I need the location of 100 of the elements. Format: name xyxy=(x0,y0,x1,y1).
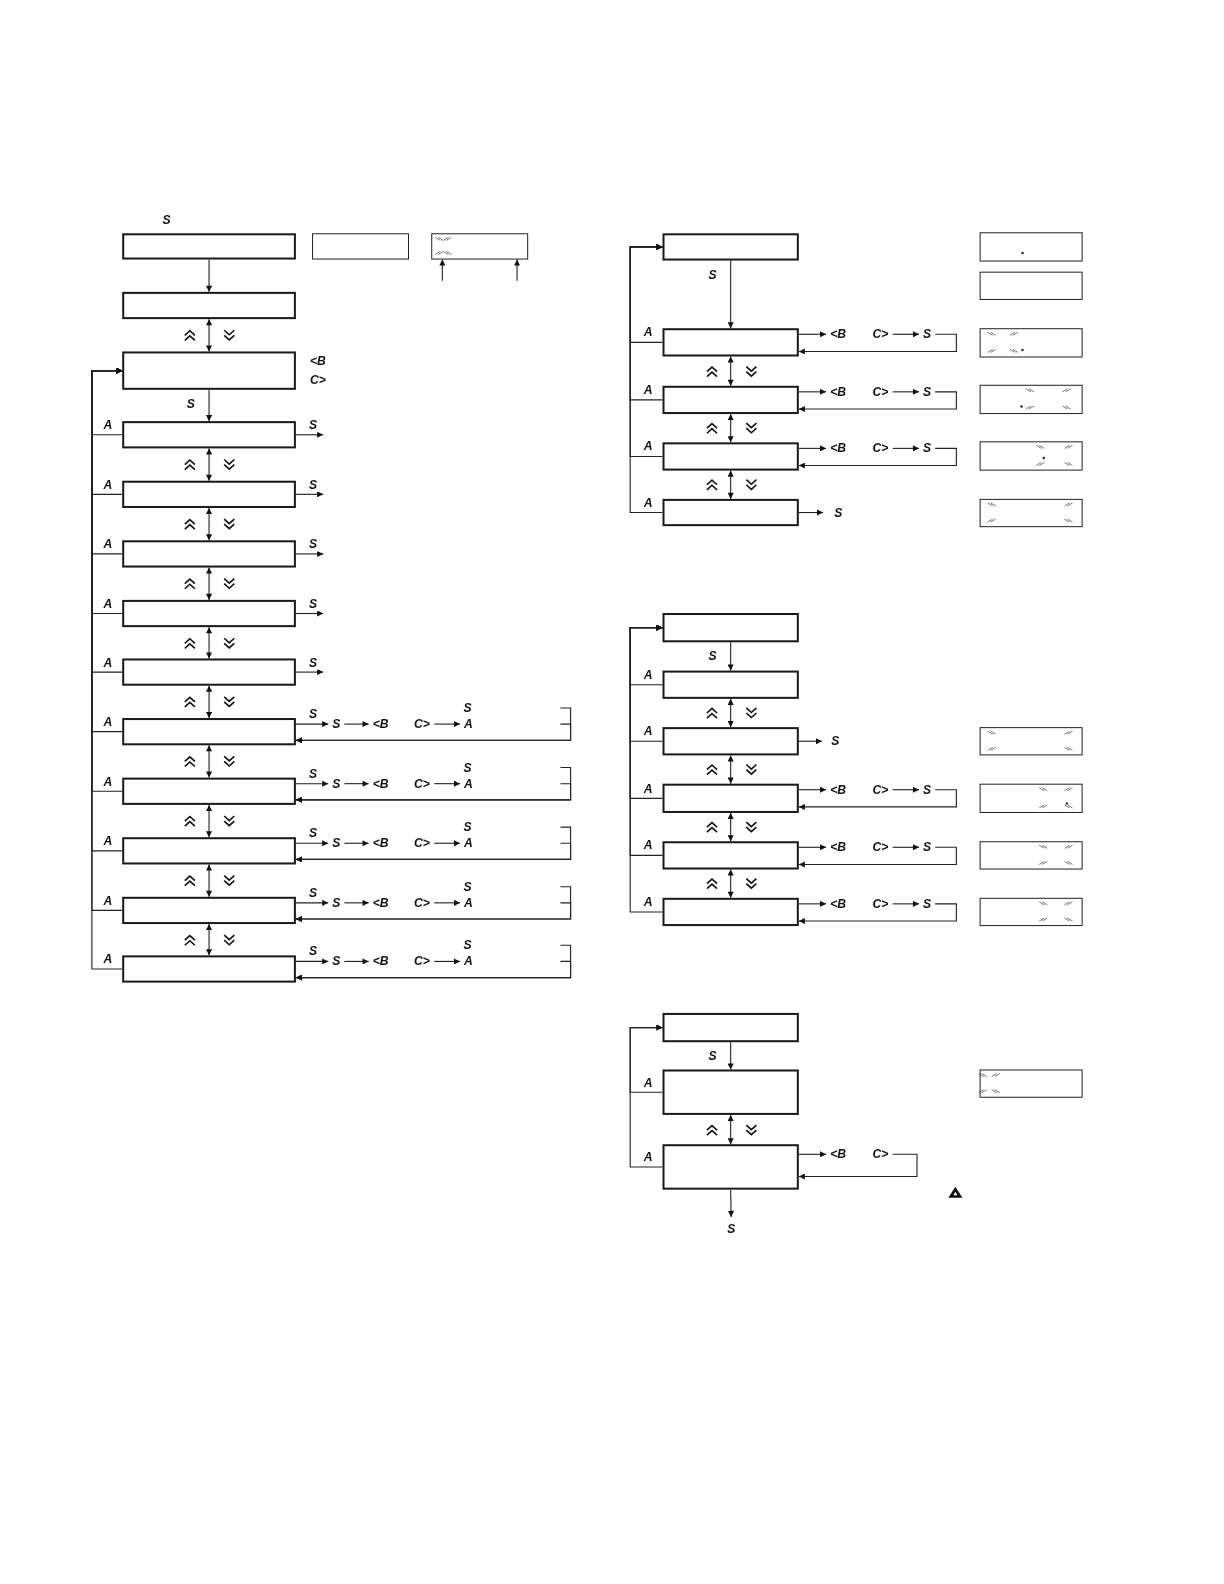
arrow xyxy=(433,840,461,847)
key-label: A xyxy=(464,717,473,732)
arrow xyxy=(798,844,827,851)
key-label: C> xyxy=(414,836,430,851)
arrow xyxy=(343,899,370,906)
arrow xyxy=(343,840,370,847)
edge-label: A xyxy=(102,951,114,966)
state-box xyxy=(662,328,799,357)
state-box xyxy=(122,480,296,508)
arrow xyxy=(727,754,734,785)
state-box xyxy=(662,442,799,471)
arrow xyxy=(892,844,920,851)
arrow xyxy=(727,641,734,672)
state-box xyxy=(662,783,799,813)
key-label: C> xyxy=(414,895,430,910)
state-box xyxy=(122,837,296,865)
edge-label: S xyxy=(833,505,844,520)
edge-label: S xyxy=(308,536,319,551)
state-box xyxy=(662,897,799,927)
arrow xyxy=(892,388,920,395)
state-box xyxy=(662,841,799,870)
arrow xyxy=(206,567,213,601)
key-label: C> xyxy=(872,441,889,456)
edge-label: A xyxy=(642,1075,654,1090)
arrow xyxy=(206,923,213,956)
edge-label: A xyxy=(102,477,114,492)
arrow xyxy=(295,550,324,557)
edge-label: A xyxy=(102,536,114,551)
state-box xyxy=(122,718,296,746)
edge-label: S xyxy=(308,885,319,900)
key-label: <B xyxy=(372,776,389,791)
key-label: C> xyxy=(310,372,326,387)
key-label: C> xyxy=(872,896,889,911)
state-box xyxy=(122,233,296,260)
arrow xyxy=(798,509,824,516)
arrow xyxy=(629,243,664,514)
key-label: <B xyxy=(830,327,846,342)
arrow xyxy=(295,610,324,617)
state-box xyxy=(122,658,296,686)
arrow xyxy=(629,1024,664,1168)
key-label: S xyxy=(463,700,472,715)
arrow xyxy=(343,780,370,787)
arrow xyxy=(892,445,920,452)
arrow xyxy=(727,698,734,728)
key-label: A xyxy=(464,954,473,969)
arrow xyxy=(206,863,213,898)
key-label: C> xyxy=(414,776,430,791)
arrow xyxy=(727,868,734,899)
edge-label: A xyxy=(642,781,654,796)
state-box xyxy=(122,896,296,925)
key-label: <B xyxy=(830,840,846,855)
arrow xyxy=(295,902,572,923)
key-label: <B xyxy=(372,836,389,851)
arrow xyxy=(727,260,734,329)
arrow xyxy=(295,958,329,965)
arrow xyxy=(892,331,920,338)
key-label: A xyxy=(464,776,473,791)
edge-label: S xyxy=(707,267,718,282)
arrow xyxy=(295,899,329,906)
arrow xyxy=(629,624,664,913)
key-label: S xyxy=(332,717,341,732)
arrow xyxy=(798,333,957,355)
arrow xyxy=(206,318,213,352)
state-box xyxy=(662,727,799,756)
arrow xyxy=(798,846,957,868)
state-box xyxy=(662,670,799,699)
arrow xyxy=(206,507,213,541)
arrow xyxy=(798,391,957,413)
arrow xyxy=(892,786,920,793)
key-label: S xyxy=(463,820,472,835)
key-label: S xyxy=(332,895,341,910)
key-label: S xyxy=(923,384,932,399)
key-label: <B xyxy=(372,954,389,969)
key-label: <B xyxy=(830,1147,846,1162)
state-box xyxy=(122,291,296,320)
edge-label: S xyxy=(308,477,319,492)
edge-label: A xyxy=(642,1149,654,1164)
key-label: S xyxy=(923,840,932,855)
state-box xyxy=(122,777,296,805)
state-box xyxy=(122,599,296,628)
key-label: C> xyxy=(414,717,430,732)
edge-label: A xyxy=(642,667,654,682)
key-label: C> xyxy=(872,384,889,399)
arrow xyxy=(798,331,827,338)
state-box xyxy=(122,421,296,449)
edge-label: S xyxy=(308,766,319,781)
state-box xyxy=(662,233,799,261)
arrow xyxy=(206,389,213,422)
arrow xyxy=(798,738,823,745)
edge-label: A xyxy=(642,894,654,909)
arrow xyxy=(727,1041,734,1071)
arrow xyxy=(295,842,572,863)
edge-label: A xyxy=(102,833,114,848)
arrow xyxy=(798,445,827,452)
key-label: S xyxy=(463,760,472,775)
key-label: S xyxy=(463,879,472,894)
edge-label: S xyxy=(308,596,319,611)
state-box xyxy=(122,540,296,568)
arrow xyxy=(295,960,572,981)
key-label: C> xyxy=(414,954,430,969)
